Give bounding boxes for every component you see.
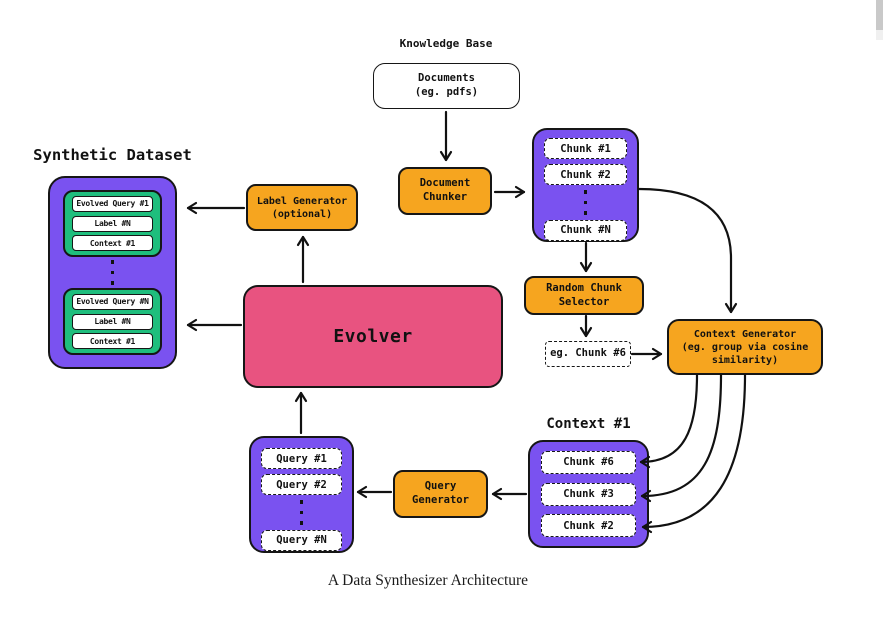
scrollbar-thumb[interactable] bbox=[876, 0, 883, 30]
arrow-chunklist-to-contextgen bbox=[637, 187, 738, 314]
document-chunker-node: Document Chunker bbox=[398, 167, 492, 215]
query-generator-line1: Query bbox=[424, 480, 457, 493]
dataset-record: Evolved Query #N Label #N Context #1 bbox=[63, 288, 162, 355]
query-list-container: Query #1 Query #2 Query #N bbox=[249, 436, 354, 553]
synthetic-dataset-heading: Synthetic Dataset bbox=[33, 146, 192, 164]
evolver-node: Evolver bbox=[243, 285, 503, 388]
context1-container: Chunk #6 Chunk #3 Chunk #2 bbox=[528, 440, 649, 548]
documents-node: Documents (eg. pdfs) bbox=[373, 63, 520, 109]
dataset-record: Evolved Query #1 Label #N Context #1 bbox=[63, 190, 162, 257]
random-chunk-selector-line2: Selector bbox=[558, 295, 610, 308]
documents-label-line1: Documents bbox=[418, 72, 475, 85]
document-chunker-line1: Document bbox=[419, 177, 471, 190]
query-generator-line2: Generator bbox=[412, 494, 469, 506]
label-generator-line1: Label Generator bbox=[256, 195, 348, 207]
chunk-list-container: Chunk #1 Chunk #2 Chunk #N bbox=[532, 128, 639, 242]
context-generator-line2: (eg. group via cosine bbox=[681, 341, 809, 353]
label-generator-node: Label Generator (optional) bbox=[246, 184, 358, 231]
query-generator-node: Query Generator bbox=[393, 470, 488, 518]
arrow-contextgen-to-chunk6 bbox=[639, 373, 699, 469]
record-field: Context #1 bbox=[72, 235, 153, 252]
context1-chunk: Chunk #3 bbox=[541, 482, 636, 506]
random-chunk-selector-node: Random Chunk Selector bbox=[524, 276, 644, 315]
example-chunk-node: eg. Chunk #6 bbox=[545, 341, 631, 367]
record-field: Evolved Query #N bbox=[72, 293, 153, 310]
arrow-contextgen-to-chunk3 bbox=[640, 373, 723, 503]
context-generator-node: Context Generator (eg. group via cosine … bbox=[667, 319, 823, 375]
context-generator-line3: similarity) bbox=[711, 354, 779, 366]
document-chunker-line2: Chunker bbox=[422, 191, 468, 203]
context1-chunk: Chunk #2 bbox=[541, 514, 636, 538]
chunk-item: Chunk #1 bbox=[544, 138, 627, 159]
query-item: Query #1 bbox=[261, 448, 342, 469]
random-chunk-selector-line1: Random Chunk bbox=[546, 281, 622, 294]
query-item-last: Query #N bbox=[261, 529, 342, 551]
chunk-item: Chunk #2 bbox=[544, 164, 627, 185]
arrow-contextgen-to-chunk2 bbox=[641, 373, 747, 534]
diagram-caption: A Data Synthesizer Architecture bbox=[327, 572, 529, 589]
synthetic-dataset-container: Evolved Query #1 Label #N Context #1 Evo… bbox=[48, 176, 177, 369]
record-field: Evolved Query #1 bbox=[72, 195, 153, 212]
query-item: Query #2 bbox=[261, 474, 342, 495]
vertical-ellipsis bbox=[544, 190, 627, 215]
scrollbar-track[interactable] bbox=[876, 0, 883, 40]
vertical-ellipsis bbox=[63, 257, 162, 288]
context-generator-line1: Context Generator bbox=[693, 328, 797, 340]
knowledge-base-heading: Knowledge Base bbox=[399, 37, 493, 50]
label-generator-line2: (optional) bbox=[271, 208, 333, 220]
vertical-ellipsis bbox=[261, 500, 342, 525]
context1-chunk: Chunk #6 bbox=[541, 450, 636, 474]
chunk-item-last: Chunk #N bbox=[544, 219, 627, 241]
documents-label-line2: (eg. pdfs) bbox=[414, 86, 479, 98]
context1-heading: Context #1 bbox=[546, 416, 631, 432]
record-field: Label #N bbox=[72, 313, 153, 330]
record-field: Context #1 bbox=[72, 333, 153, 350]
record-field: Label #N bbox=[72, 215, 153, 232]
